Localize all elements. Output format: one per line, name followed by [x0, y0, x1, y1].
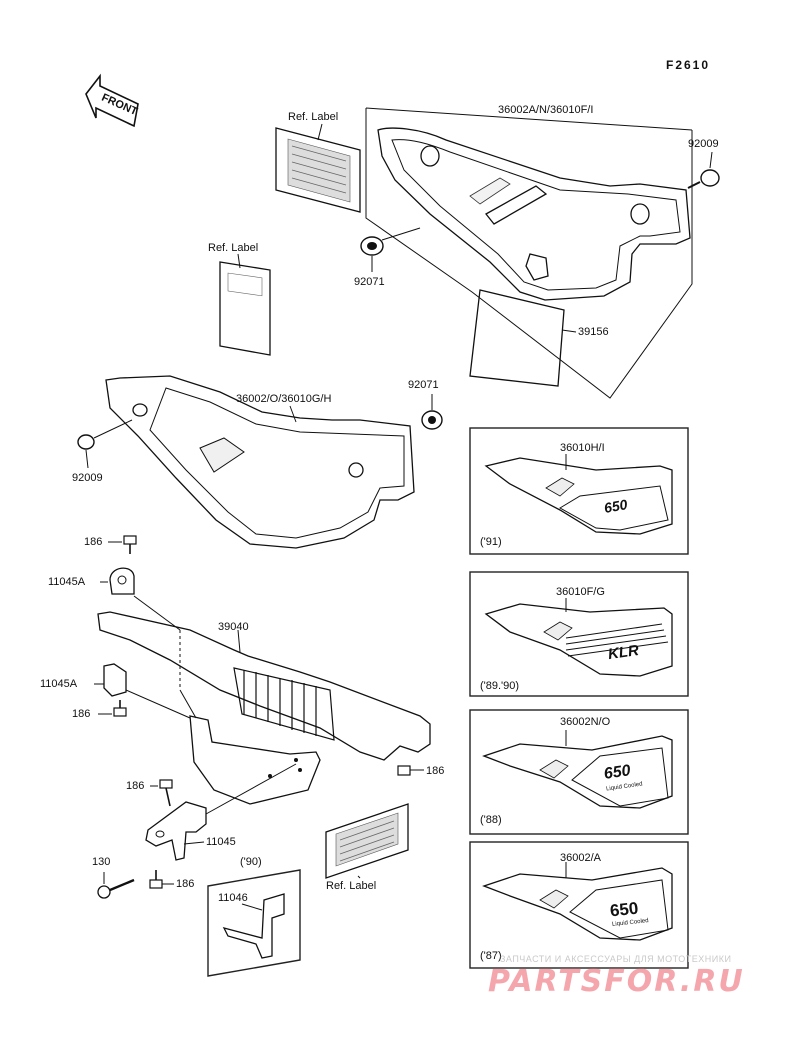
variant-decal-4: 650: [609, 898, 640, 921]
screw-186-b: [98, 700, 127, 717]
screw-186-c: [397, 765, 424, 776]
label-186-a: 186: [84, 536, 103, 548]
decal-plate-39156: [469, 289, 577, 387]
variant-part-4: 36002/A: [560, 852, 601, 864]
bolt-92009-left: [77, 419, 133, 469]
label-36002-o-36010g-h: 36002/O/36010G/H: [236, 393, 332, 405]
figure-code: F2610: [666, 58, 711, 72]
ref-label-sticker-1: [275, 123, 361, 213]
chain-cover-39040: [97, 611, 431, 761]
screw-186-a: [108, 535, 137, 554]
variant-decal-3: 650: [602, 762, 632, 783]
label-ref-label-3: Ref. Label: [326, 880, 377, 892]
variant-box-91: [469, 427, 689, 555]
label-186-d: 186: [126, 780, 145, 792]
grommet-92071-b: [421, 394, 443, 430]
screw-186-d: [150, 779, 173, 807]
watermark-caption: ЗАПЧАСТИ И АКСЕССУАРЫ ДЛЯ МОТОТЕХНИКИ: [500, 954, 732, 964]
label-186-c: 186: [426, 765, 445, 777]
variant-part-1: 36010H/I: [560, 442, 605, 454]
side-cover-left: [105, 375, 415, 549]
bolt-130: [97, 872, 135, 899]
label-11045: 11045: [206, 836, 236, 848]
variant-part-3: 36002N/O: [560, 716, 611, 728]
label-92071-a: 92071: [354, 276, 385, 288]
chain-guard-plate: [179, 689, 321, 805]
bracket-11045: [145, 763, 297, 861]
variant-year-1: ('91): [480, 536, 502, 548]
variant-box-88: [469, 709, 689, 835]
label-11045a-a: 11045A: [48, 576, 86, 588]
label-92071-b: 92071: [408, 379, 439, 391]
ref-label-sticker-2: [219, 253, 271, 356]
variant-box-89-90: [469, 571, 689, 697]
label-11045a-b: 11045A: [40, 678, 78, 690]
ref-label-sticker-3: [325, 803, 409, 879]
label-11046: 11046: [218, 892, 248, 904]
side-cover-right: [377, 127, 691, 301]
bracket-11046-box: [207, 869, 301, 977]
variant-box-87: [469, 841, 689, 969]
label-186-b: 186: [72, 708, 91, 720]
bracket-11045a-a: [100, 567, 181, 690]
grommet-92071-a: [360, 227, 421, 272]
label-39040: 39040: [218, 621, 249, 633]
variant-year-4: ('87): [480, 950, 502, 962]
variant-year-3: ('88): [480, 814, 502, 826]
variant-part-2: 36010F/G: [556, 586, 605, 598]
label-92009-left: 92009: [72, 472, 103, 484]
label-130: 130: [92, 856, 111, 868]
label-39156: 39156: [578, 326, 609, 338]
bracket-11045a-b: [94, 663, 191, 719]
label-ref-label-2: Ref. Label: [208, 242, 259, 254]
label-ref-label-1: Ref. Label: [288, 111, 339, 123]
label-92009-top: 92009: [688, 138, 719, 150]
bolt-92009-top: [687, 151, 720, 189]
label-36002a-n-36010f-i: 36002A/N/36010F/I: [498, 104, 594, 116]
label-year-90: ('90): [240, 856, 262, 868]
watermark-brand: PARTSFOR.RU: [488, 964, 745, 999]
variant-year-2: ('89.'90): [480, 680, 520, 692]
screw-186-e: [149, 870, 174, 889]
front-arrow-icon: FRONT: [85, 73, 139, 128]
label-186-e: 186: [176, 878, 195, 890]
